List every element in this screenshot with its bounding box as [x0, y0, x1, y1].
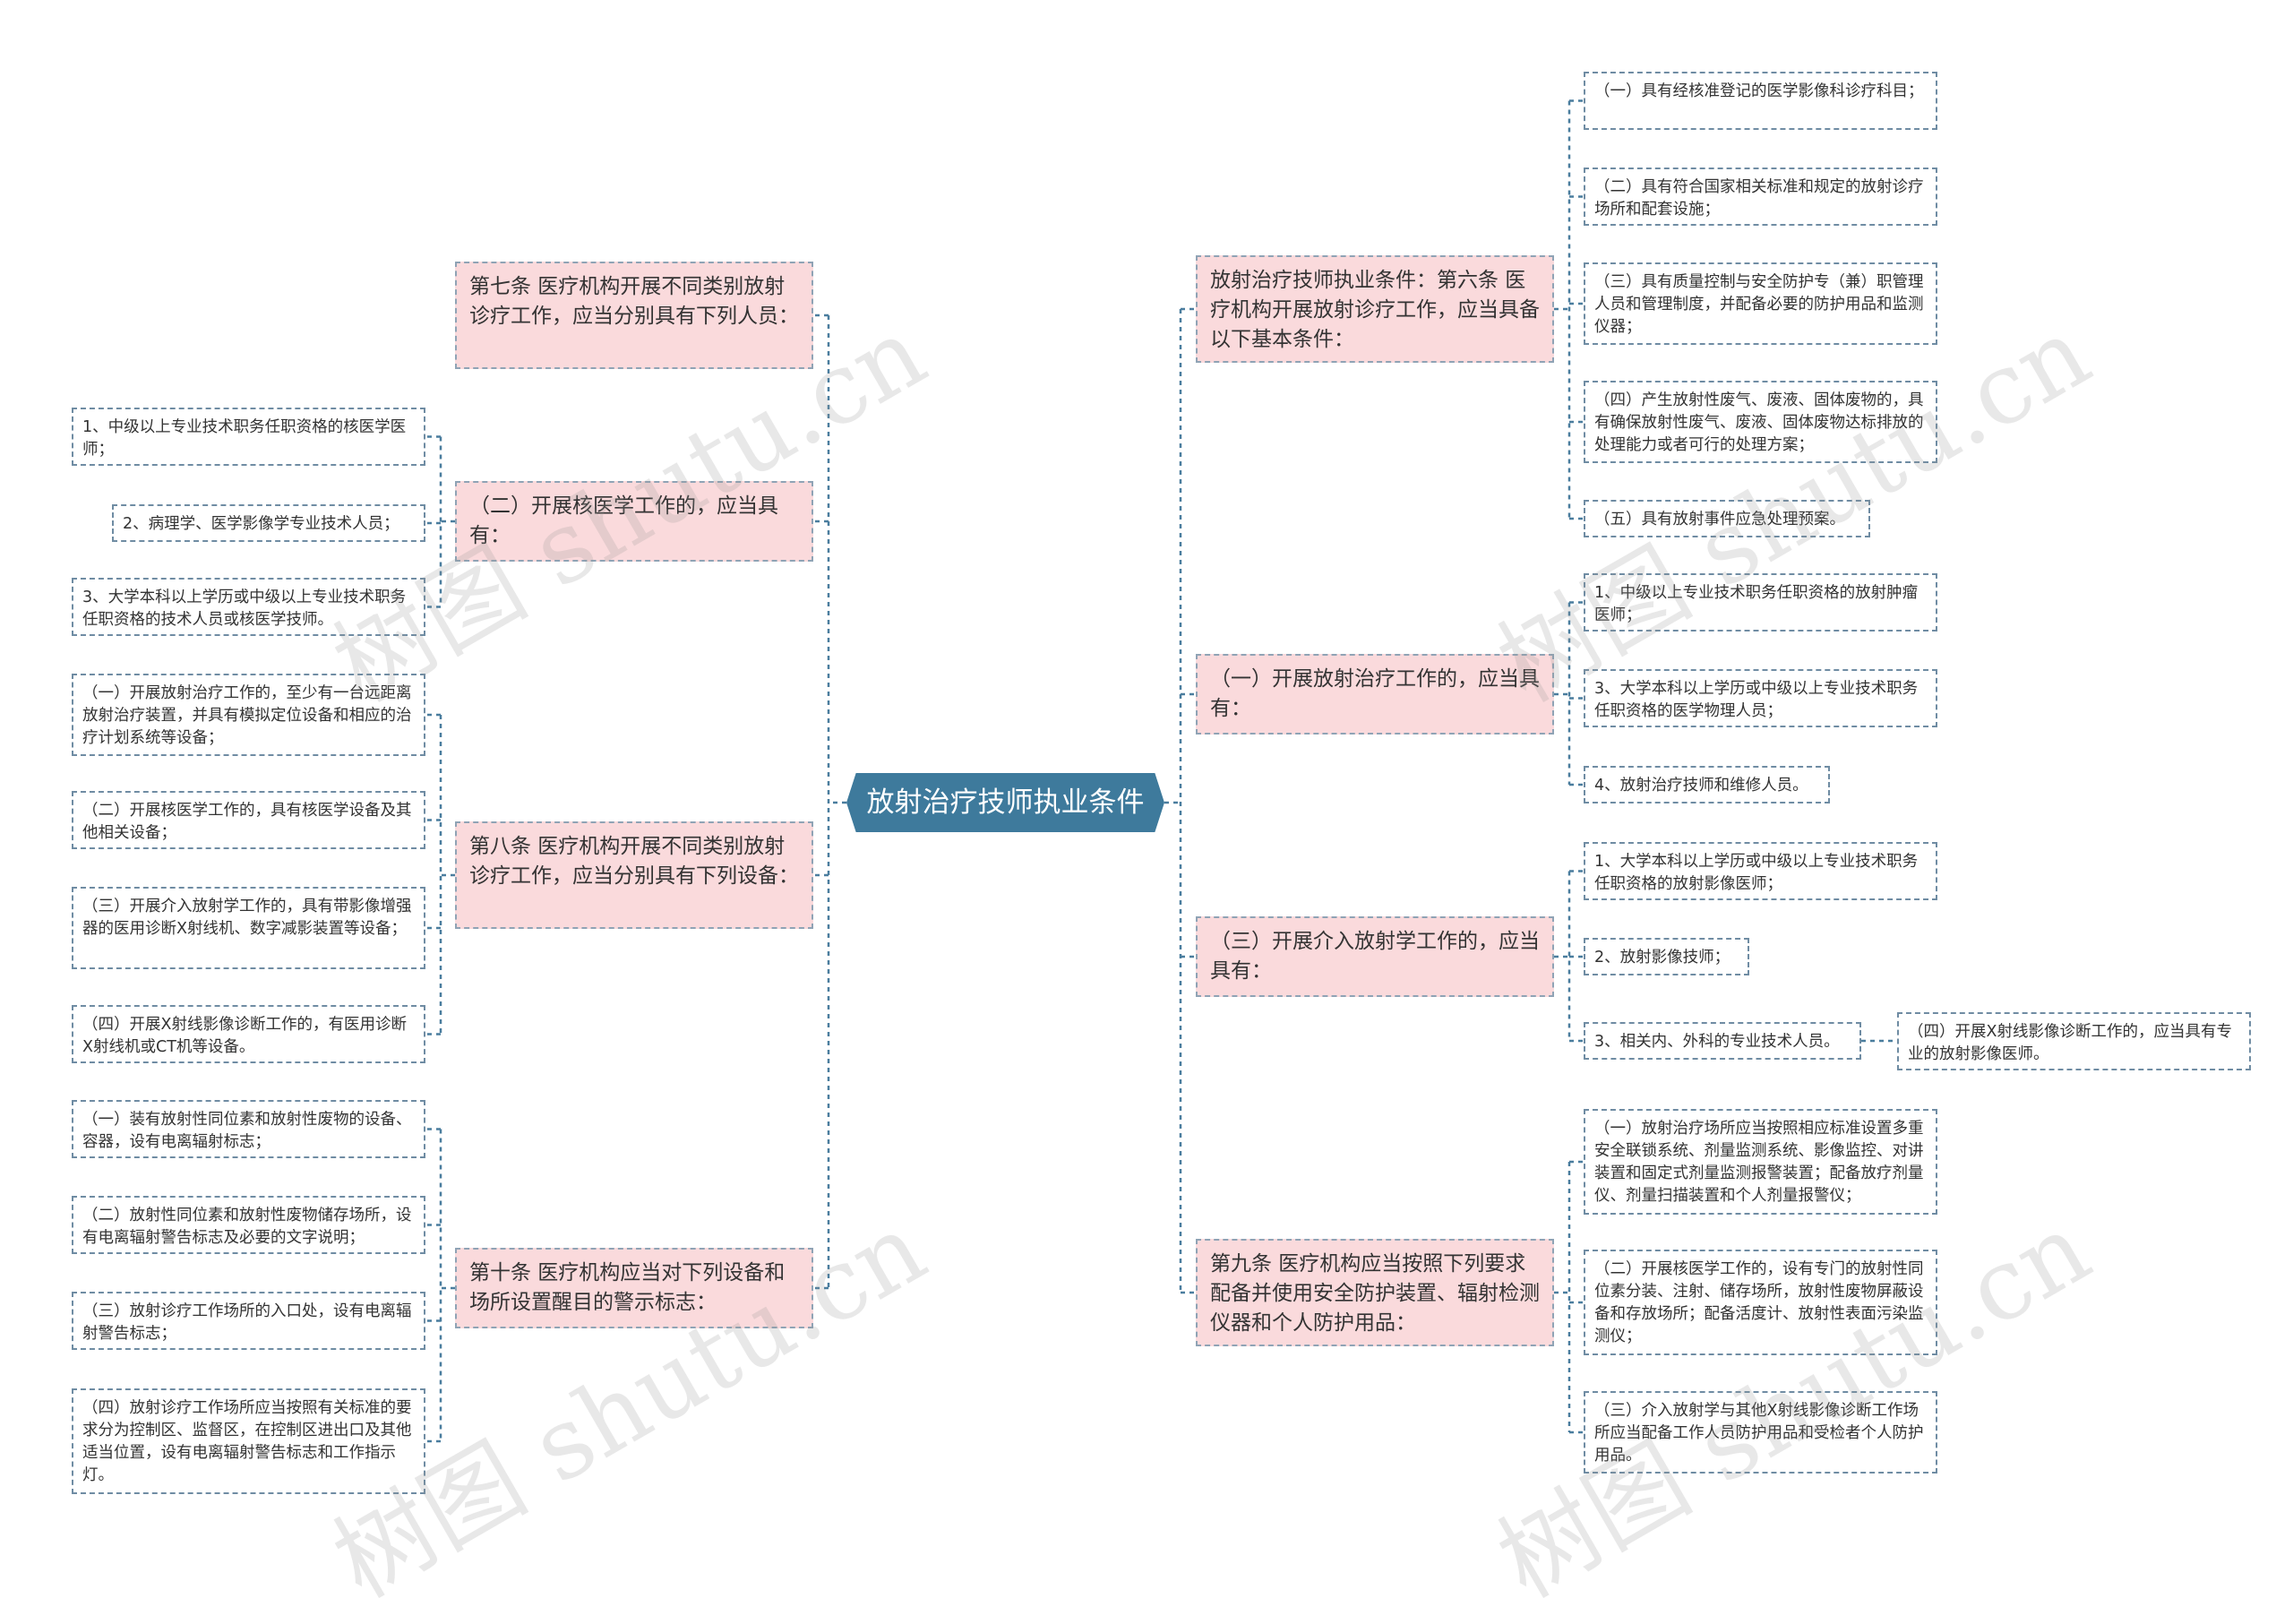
- art6-item-1[interactable]: （一）具有经核准登记的医学影像科诊疗科目；: [1584, 72, 1937, 130]
- left-topic-article-10[interactable]: 第十条 医疗机构应当对下列设备和场所设置醒目的警示标志：: [455, 1248, 813, 1328]
- art6-item-2[interactable]: （二）具有符合国家相关标准和规定的放射诊疗场所和配套设施；: [1584, 168, 1937, 226]
- art8-item-1[interactable]: （一）开展放射治疗工作的，至少有一台远距离放射治疗装置，并具有模拟定位设备和相应…: [72, 674, 425, 756]
- right-topic-radiotherapy[interactable]: （一）开展放射治疗工作的，应当具有：: [1196, 654, 1554, 735]
- art6-item-5[interactable]: （五）具有放射事件应急处理预案。: [1584, 500, 1870, 537]
- ir-staff-1[interactable]: 1、大学本科以上学历或中级以上专业技术职务任职资格的放射影像医师；: [1584, 842, 1937, 900]
- nuc-staff-1[interactable]: 1、中级以上专业技术职务任职资格的核医学医师；: [72, 408, 425, 466]
- ir-staff-2[interactable]: 2、放射影像技师；: [1584, 938, 1749, 975]
- left-topic-nuclear-medicine[interactable]: （二）开展核医学工作的，应当具有：: [455, 481, 813, 562]
- rt-staff-1[interactable]: 1、中级以上专业技术职务任职资格的放射肿瘤医师；: [1584, 573, 1937, 632]
- art9-item-1[interactable]: （一）放射治疗场所应当按照相应标准设置多重安全联锁系统、剂量监测系统、影像监控、…: [1584, 1109, 1937, 1215]
- art6-item-4[interactable]: （四）产生放射性废气、废液、固体废物的，具有确保放射性废气、废液、固体废物达标排…: [1584, 381, 1937, 463]
- art8-item-4[interactable]: （四）开展X射线影像诊断工作的，有医用诊断X射线机或CT机等设备。: [72, 1005, 425, 1063]
- right-topic-article-9[interactable]: 第九条 医疗机构应当按照下列要求配备并使用安全防护装置、辐射检测仪器和个人防护用…: [1196, 1239, 1554, 1346]
- art8-item-2[interactable]: （二）开展核医学工作的，具有核医学设备及其他相关设备；: [72, 791, 425, 849]
- art10-item-2[interactable]: （二）放射性同位素和放射性废物储存场所，设有电离辐射警告标志及必要的文字说明；: [72, 1196, 425, 1254]
- art10-item-4[interactable]: （四）放射诊疗工作场所应当按照有关标准的要求分为控制区、监督区，在控制区进出口及…: [72, 1388, 425, 1494]
- art8-item-3[interactable]: （三）开展介入放射学工作的，具有带影像增强器的医用诊断X射线机、数字减影装置等设…: [72, 887, 425, 969]
- connector-lines: [425, 99, 1897, 1443]
- art9-item-3[interactable]: （三）介入放射学与其他X射线影像诊断工作场所应当配备工作人员防护用品和受检者个人…: [1584, 1391, 1937, 1474]
- center-topic[interactable]: 放射治疗技师执业条件: [846, 773, 1164, 832]
- left-topic-article-8[interactable]: 第八条 医疗机构开展不同类别放射诊疗工作，应当分别具有下列设备：: [455, 821, 813, 929]
- art9-item-2[interactable]: （二）开展核医学工作的，设有专门的放射性同位素分装、注射、储存场所，放射性废物屏…: [1584, 1250, 1937, 1355]
- nuc-staff-3[interactable]: 3、大学本科以上学历或中级以上专业技术职务任职资格的技术人员或核医学技师。: [72, 578, 425, 636]
- nuc-staff-2[interactable]: 2、病理学、医学影像学专业技术人员；: [112, 504, 425, 542]
- left-topic-article-7[interactable]: 第七条 医疗机构开展不同类别放射诊疗工作，应当分别具有下列人员：: [455, 262, 813, 369]
- right-topic-interventional[interactable]: （三）开展介入放射学工作的，应当具有：: [1196, 916, 1554, 997]
- art6-item-3[interactable]: （三）具有质量控制与安全防护专（兼）职管理人员和管理制度，并配备必要的防护用品和…: [1584, 262, 1937, 345]
- right-topic-article-6[interactable]: 放射治疗技师执业条件：第六条 医疗机构开展放射诊疗工作，应当具备以下基本条件：: [1196, 255, 1554, 363]
- ir-staff-3[interactable]: 3、相关内、外科的专业技术人员。: [1584, 1022, 1861, 1060]
- ir-xray-diagnosis[interactable]: （四）开展X射线影像诊断工作的，应当具有专业的放射影像医师。: [1897, 1012, 2251, 1070]
- art10-item-1[interactable]: （一）装有放射性同位素和放射性废物的设备、容器，设有电离辐射标志；: [72, 1100, 425, 1158]
- rt-staff-3[interactable]: 3、大学本科以上学历或中级以上专业技术职务任职资格的医学物理人员；: [1584, 669, 1937, 727]
- rt-staff-4[interactable]: 4、放射治疗技师和维修人员。: [1584, 766, 1830, 803]
- art10-item-3[interactable]: （三）放射诊疗工作场所的入口处，设有电离辐射警告标志；: [72, 1292, 425, 1350]
